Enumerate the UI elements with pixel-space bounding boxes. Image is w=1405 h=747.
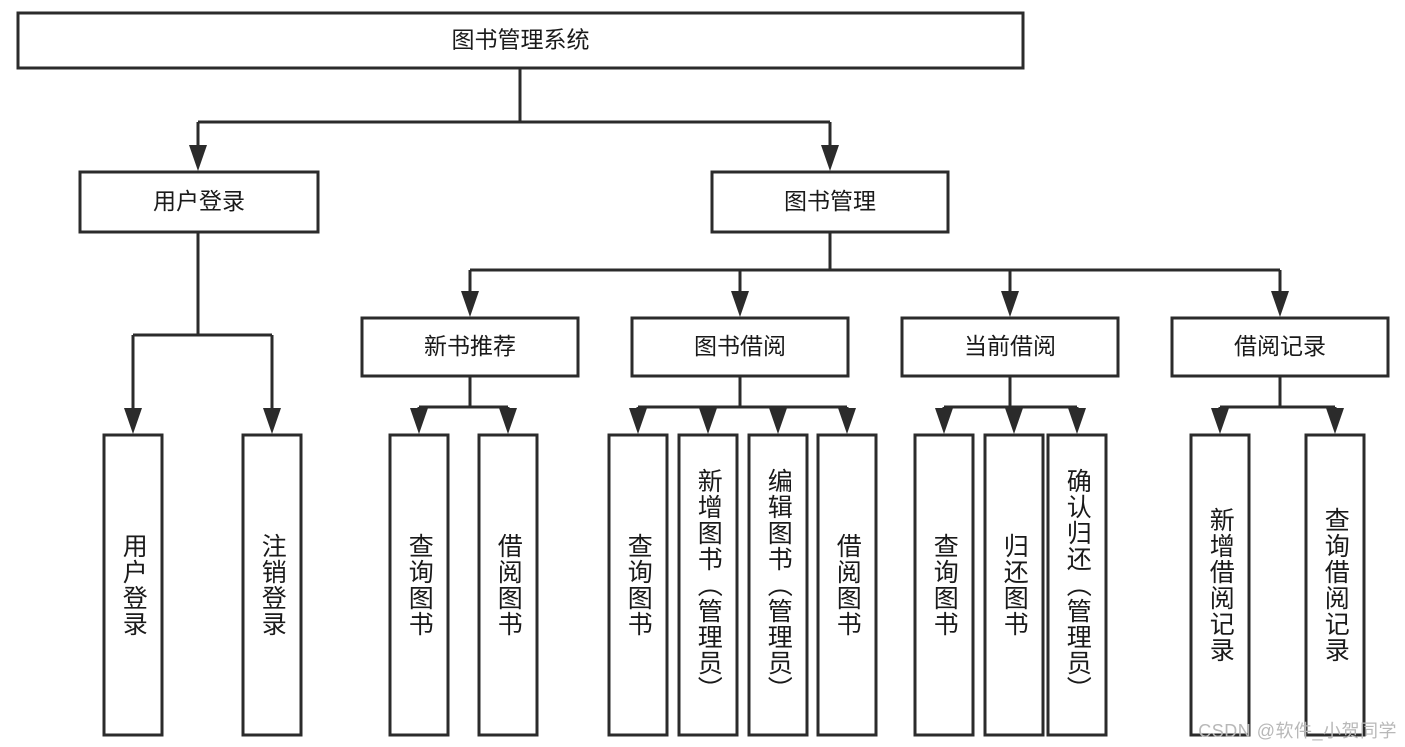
- arrow-head-icon: [499, 408, 517, 434]
- arrow-head-icon: [821, 145, 839, 171]
- arrow-head-icon: [1005, 408, 1023, 434]
- node-box-leaf-7: [816, 433, 878, 737]
- node-box-leaf-9: [983, 433, 1045, 737]
- arrow-head-icon: [263, 408, 281, 434]
- arrow-head-icon: [1211, 408, 1229, 434]
- arrow-head-icon: [410, 408, 428, 434]
- box-layer: [16, 11, 1390, 737]
- arrow-head-icon: [731, 291, 749, 317]
- arrow-head-icon: [838, 408, 856, 434]
- node-box-leaf-5: [677, 433, 739, 737]
- node-label-root: 图书管理系统: [452, 27, 590, 53]
- node-box-leaf-12: [1304, 433, 1366, 737]
- node-box-leaf-2: [388, 433, 450, 737]
- node-box-level2-1: [710, 170, 950, 234]
- arrow-head-icon: [1001, 291, 1019, 317]
- arrow-head-icon: [935, 408, 953, 434]
- arrow-head-icon: [629, 408, 647, 434]
- node-box-leaf-0: [102, 433, 164, 737]
- node-label-level3-3: 借阅记录: [1234, 333, 1326, 359]
- arrow-head-icon: [1271, 291, 1289, 317]
- arrow-head-icon: [124, 408, 142, 434]
- node-box-leaf-11: [1189, 433, 1251, 737]
- node-label-level3-0: 新书推荐: [424, 333, 516, 359]
- node-box-level2-0: [78, 170, 320, 234]
- node-box-leaf-3: [477, 433, 539, 737]
- node-box-level3-0: [360, 316, 580, 378]
- node-label-level2-1: 图书管理: [784, 188, 876, 214]
- node-box-level3-3: [1170, 316, 1390, 378]
- node-box-leaf-4: [607, 433, 669, 737]
- node-box-root: [16, 11, 1025, 70]
- node-box-level3-1: [630, 316, 850, 378]
- node-box-leaf-6: [747, 433, 809, 737]
- arrow-head-icon: [461, 291, 479, 317]
- node-box-level3-2: [900, 316, 1120, 378]
- arrow-head-icon: [1326, 408, 1344, 434]
- node-label-level3-1: 图书借阅: [694, 333, 786, 359]
- arrow-head-icon: [699, 408, 717, 434]
- arrow-head-icon: [189, 145, 207, 171]
- node-label-level2-0: 用户登录: [153, 188, 245, 214]
- arrow-head-icon: [1068, 408, 1086, 434]
- node-box-leaf-1: [241, 433, 303, 737]
- node-box-leaf-10: [1046, 433, 1108, 737]
- arrow-head-icon: [769, 408, 787, 434]
- node-label-level3-2: 当前借阅: [964, 333, 1056, 359]
- node-box-leaf-8: [913, 433, 975, 737]
- connector-layer: [124, 68, 1344, 434]
- watermark-text: CSDN @软件_小贺同学: [1198, 721, 1397, 741]
